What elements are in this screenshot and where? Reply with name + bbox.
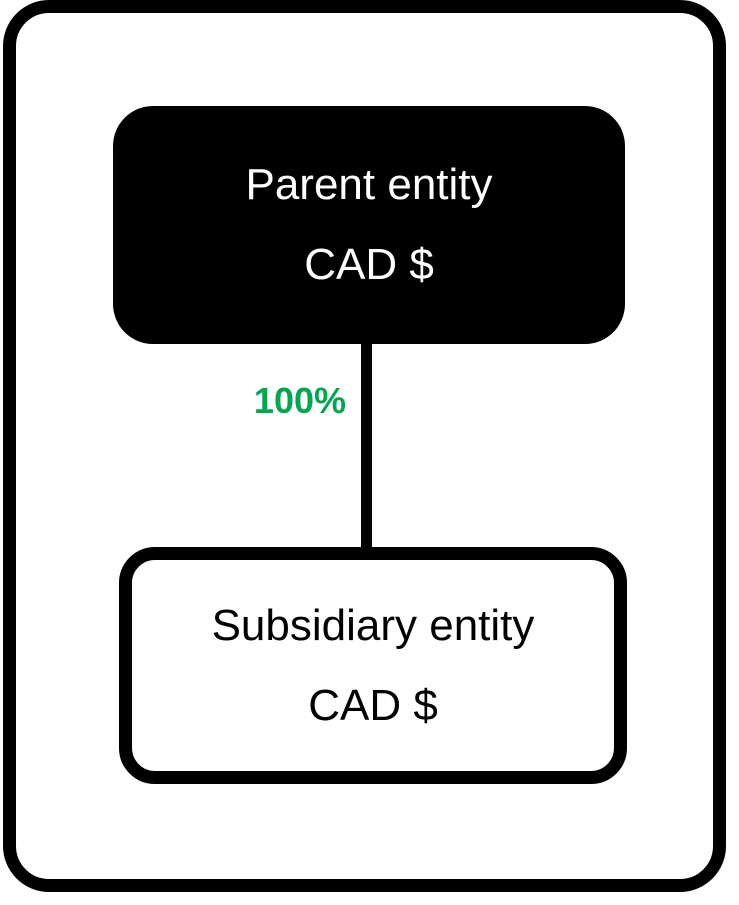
connector-line-parent-to-subsidiary bbox=[361, 330, 372, 558]
entity-node-subsidiary-name: Subsidiary entity bbox=[211, 600, 535, 650]
entity-node-subsidiary-currency: CAD $ bbox=[308, 680, 438, 730]
entity-node-parent-name: Parent entity bbox=[245, 160, 493, 209]
edge-label-ownership-percentage: 100% bbox=[253, 380, 346, 421]
entity-node-parent[interactable]: Parent entity CAD $ bbox=[113, 106, 625, 344]
entity-node-subsidiary[interactable]: Subsidiary entity CAD $ bbox=[119, 547, 627, 784]
entity-node-parent-currency: CAD $ bbox=[304, 240, 434, 289]
